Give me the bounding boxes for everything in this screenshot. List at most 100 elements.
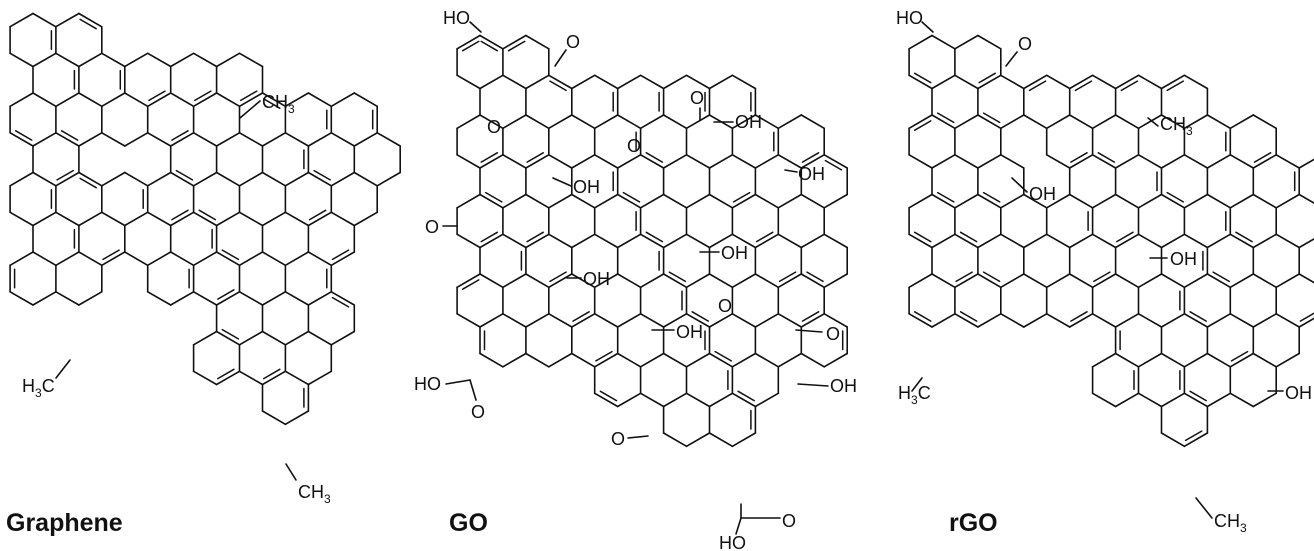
carbon-bond — [1091, 154, 1117, 169]
carbon-bond — [908, 273, 933, 289]
carbon-bond — [78, 211, 103, 227]
carbon-bond — [1298, 273, 1314, 284]
carbon-bond — [78, 290, 103, 306]
double-bond — [599, 390, 618, 402]
double-bond — [526, 152, 544, 163]
carbon-bond — [1206, 312, 1232, 328]
double-bond — [507, 40, 526, 52]
carbon-bond — [1114, 154, 1140, 169]
carbon-bond — [639, 114, 665, 130]
carbon-bond — [9, 132, 34, 147]
carbon-bond — [593, 233, 619, 249]
carbon-bond — [1114, 74, 1140, 90]
carbon-bond — [662, 312, 688, 328]
carbon-bond — [1114, 352, 1140, 368]
carbon-bond — [954, 273, 979, 289]
carbon-bond — [456, 273, 481, 289]
carbon-bond — [525, 114, 550, 130]
double-bond — [60, 130, 79, 141]
carbon-bond — [977, 312, 1002, 328]
carbon-bond — [570, 273, 596, 289]
carbon-bond — [215, 171, 241, 187]
carbon-bond — [547, 74, 573, 90]
carbon-bond — [284, 211, 310, 227]
carbon-bond — [353, 92, 379, 108]
double-bond — [102, 249, 120, 261]
carbon-bond — [1229, 154, 1255, 169]
double-bond — [1253, 152, 1272, 163]
carbon-bond — [376, 132, 402, 147]
carbon-bond — [1091, 114, 1117, 130]
carbon-bond — [284, 251, 310, 267]
carbon-bond — [146, 171, 172, 187]
carbon-bond — [999, 312, 1025, 328]
carbon-bond — [1298, 193, 1314, 205]
carbon-bond — [146, 132, 172, 147]
carbon-bond — [547, 193, 573, 209]
carbon-bond — [685, 432, 711, 448]
carbon-bond — [977, 193, 1002, 209]
substituent-bond — [285, 463, 297, 481]
carbon-bond — [1068, 154, 1094, 169]
graphene-methyl-bottom: CH3 — [298, 482, 331, 506]
double-bond — [1189, 390, 1207, 402]
carbon-bond — [823, 312, 849, 328]
carbon-bond — [977, 273, 1002, 289]
carbon-bond — [1275, 312, 1300, 328]
carbon-bond — [238, 290, 264, 306]
carbon-bond — [731, 154, 757, 169]
carbon-bond — [800, 273, 826, 289]
carbon-bond — [1252, 392, 1277, 408]
carbon-bond — [908, 154, 933, 169]
carbon-bond — [9, 171, 34, 187]
double-bond — [959, 231, 978, 243]
double-bond — [1235, 231, 1253, 243]
carbon-bond — [685, 193, 711, 209]
carbon-bond — [547, 273, 573, 289]
carbon-bond — [525, 74, 550, 90]
carbon-bond — [238, 92, 264, 108]
carbon-bond — [1114, 233, 1140, 249]
double-bond — [824, 159, 843, 171]
carbon-bond — [1045, 154, 1071, 169]
carbon-bond — [307, 370, 333, 386]
carbon-bond — [1091, 352, 1117, 368]
carbon-bond — [777, 114, 803, 130]
carbon-bond — [353, 211, 379, 227]
double-bond — [732, 191, 751, 203]
carbon-bond — [662, 233, 688, 249]
double-bond — [1028, 80, 1047, 92]
carbon-bond — [502, 193, 527, 209]
carbon-bond — [1183, 352, 1209, 368]
substituent-bond — [911, 377, 923, 392]
carbon-bond — [169, 211, 195, 227]
carbon-bond — [284, 330, 310, 346]
double-bond — [331, 249, 350, 261]
carbon-bond — [479, 233, 504, 249]
carbon-bond — [1022, 273, 1048, 289]
carbon-bond — [708, 233, 734, 249]
rgo-ketone-top: O — [1018, 34, 1032, 54]
carbon-bond — [908, 193, 933, 209]
carbon-bond — [456, 233, 481, 249]
double-bond — [484, 191, 503, 203]
carbon-bond — [78, 132, 103, 147]
carbon-bond — [1206, 193, 1232, 209]
carbon-bond — [9, 12, 34, 28]
carbon-bond — [662, 352, 688, 368]
carbon-bond — [55, 171, 80, 187]
carbon-bond — [999, 273, 1025, 289]
carbon-bond — [777, 352, 803, 368]
carbon-bond — [1068, 312, 1094, 328]
carbon-bond — [238, 52, 264, 68]
double-bond — [913, 231, 932, 243]
carbon-bond — [1183, 193, 1209, 209]
carbon-bond — [307, 330, 333, 346]
carbon-bond — [1137, 74, 1163, 90]
carbon-bond — [639, 273, 665, 289]
carbon-bond — [124, 52, 149, 68]
carbon-bond — [616, 233, 642, 249]
carbon-bond — [639, 154, 665, 169]
carbon-bond — [330, 290, 356, 306]
carbon-bond — [931, 273, 956, 289]
